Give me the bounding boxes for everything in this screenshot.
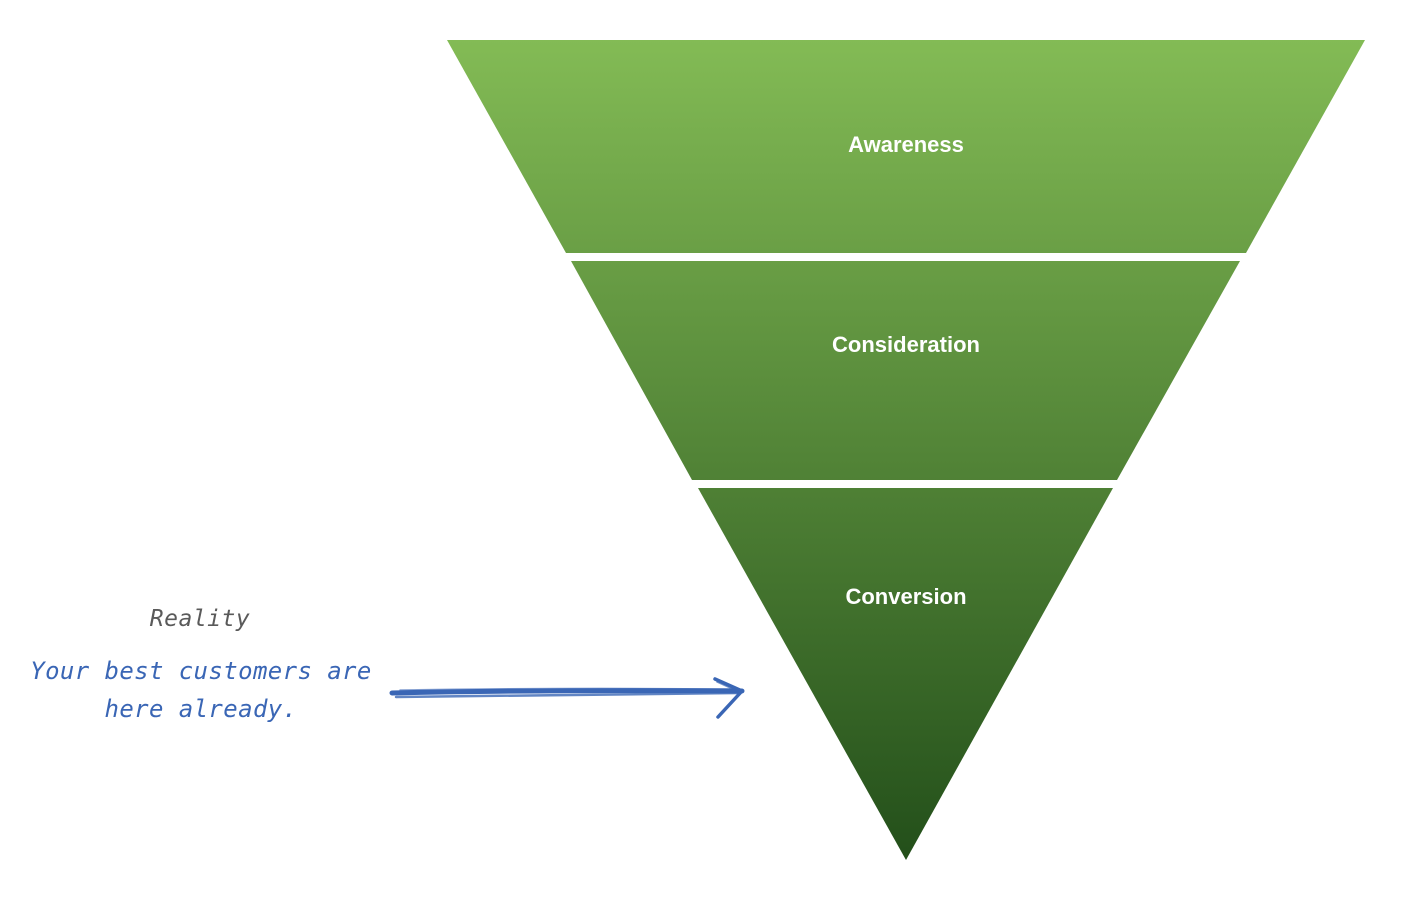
funnel-segment-consideration [571,261,1240,480]
funnel-stage-consideration: Consideration [571,261,1240,480]
annotation-heading: Reality [149,606,251,632]
annotation-body-line-1: Your best customers are [30,657,372,685]
funnel-stage-conversion: Conversion [698,488,1113,860]
stage-label-consideration: Consideration [832,332,980,357]
stage-label-conversion: Conversion [845,584,966,609]
funnel-segment-awareness [447,40,1365,253]
hand-drawn-arrow-right-icon [389,677,745,719]
funnel-segment-conversion [698,488,1113,860]
stage-label-awareness: Awareness [848,132,964,157]
annotation-body: Your best customers are here already. [16,652,386,728]
funnel-stage-awareness: Awareness [447,40,1365,253]
annotation-body-line-2: here already. [104,695,298,723]
